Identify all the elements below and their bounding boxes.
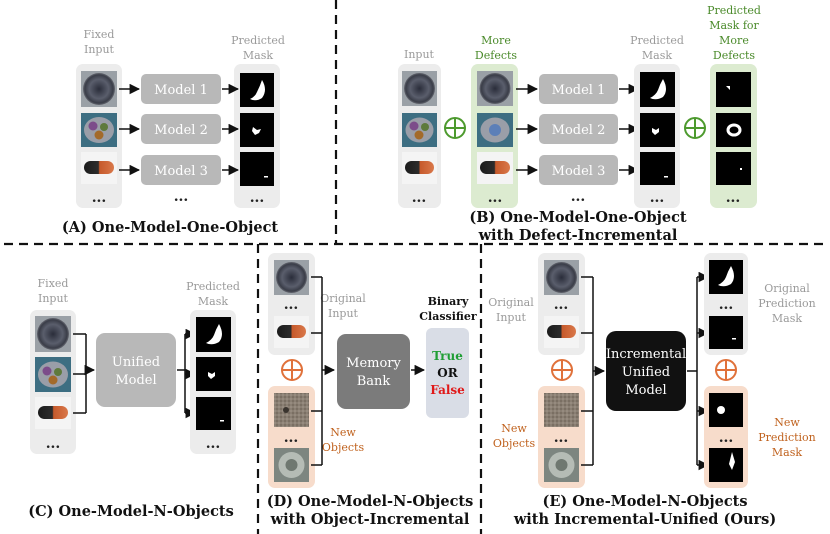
svg-text:New: New [330, 426, 356, 439]
svg-text:...: ... [719, 297, 734, 313]
input-image-plate [81, 113, 117, 147]
svg-text:True: True [432, 349, 463, 363]
svg-text:Classifier: Classifier [419, 310, 477, 323]
more-defects-label: More [481, 34, 511, 47]
unified-model-box [96, 333, 176, 407]
svg-text:...: ... [554, 297, 569, 313]
model-3-label: Model 3 [154, 164, 208, 179]
binary-classifier-box [426, 328, 469, 418]
input-label: Input [404, 48, 435, 61]
svg-text:Mask: Mask [198, 295, 228, 308]
plus-icon [715, 359, 737, 381]
svg-text:...: ... [719, 430, 734, 446]
predicted-mask-label: Predicted [231, 34, 285, 47]
svg-text:Binary: Binary [428, 295, 469, 308]
svg-text:...: ... [174, 189, 189, 205]
svg-text:Model 3: Model 3 [552, 164, 606, 179]
caption-d: (D) One-Model-N-Objects [267, 493, 474, 510]
caption-b: with Defect-Incremental [478, 227, 678, 244]
predicted-mask-2 [252, 127, 261, 135]
svg-text:Model 1: Model 1 [552, 83, 606, 98]
svg-text:Original: Original [488, 296, 534, 309]
input-image-pill [81, 152, 117, 184]
predicted-mask-label: Predicted [630, 34, 684, 47]
svg-text:Input: Input [328, 307, 359, 320]
panel-separators [4, 0, 826, 534]
svg-text:Input: Input [496, 311, 527, 324]
svg-text:Input: Input [38, 292, 69, 305]
model-1-label: Model 1 [154, 83, 208, 98]
caption-e: with Incremental-Unified (Ours) [513, 511, 776, 528]
predicted-mask-label: Mask [243, 49, 273, 62]
svg-text:New: New [501, 422, 527, 435]
svg-text:Mask: Mask [772, 446, 802, 459]
svg-text:Original: Original [320, 292, 366, 305]
svg-text:...: ... [92, 190, 107, 206]
panel-a: Fixed Input Predicted Mask ... ... [62, 28, 285, 236]
svg-text:New: New [774, 416, 800, 429]
svg-text:...: ... [726, 190, 741, 206]
predicted-more-label: More [719, 34, 749, 47]
predicted-more-label: Mask for [709, 19, 759, 32]
svg-text:Prediction: Prediction [758, 297, 816, 310]
svg-text:...: ... [650, 190, 665, 206]
input-image-bowl [81, 71, 117, 107]
svg-text:Model: Model [625, 383, 666, 398]
predicted-more-label: Defects [713, 49, 755, 62]
fixed-input-label: Input [84, 43, 115, 56]
model-2-label: Model 2 [154, 123, 208, 138]
svg-text:...: ... [250, 190, 265, 206]
svg-text:Unified: Unified [112, 355, 160, 370]
plus-icon [684, 117, 706, 139]
caption-e: (E) One-Model-N-Objects [542, 493, 747, 510]
caption-c: (C) One-Model-N-Objects [28, 503, 234, 520]
svg-text:Fixed: Fixed [38, 277, 69, 290]
predicted-more-label: Predicted [707, 4, 761, 17]
svg-text:...: ... [412, 190, 427, 206]
incremental-unified-model-box [606, 331, 686, 411]
fixed-input-label: Fixed [84, 28, 115, 41]
svg-text:Model: Model [115, 373, 156, 388]
caption-b: (B) One-Model-One-Object [469, 209, 687, 226]
svg-text:...: ... [488, 190, 503, 206]
svg-text:...: ... [571, 189, 586, 205]
svg-text:...: ... [554, 430, 569, 446]
svg-text:Original: Original [764, 282, 810, 295]
svg-text:...: ... [206, 436, 221, 452]
svg-text:Mask: Mask [772, 312, 802, 325]
svg-text:Predicted: Predicted [186, 280, 240, 293]
svg-text:...: ... [284, 297, 299, 313]
plus-icon [281, 359, 303, 381]
panel-d: ... Original Input ... New Objects [267, 253, 477, 528]
svg-text:Model 2: Model 2 [552, 123, 606, 138]
model-stack: Model 1 Model 2 Model 3 ... [141, 74, 221, 205]
svg-text:Bank: Bank [357, 374, 391, 389]
caption-d: with Object-Incremental [270, 511, 470, 528]
predicted-mask-label: Mask [642, 49, 672, 62]
svg-text:False: False [430, 383, 465, 397]
plus-icon [444, 117, 466, 139]
svg-text:Objects: Objects [322, 441, 365, 454]
plus-icon [551, 359, 573, 381]
svg-text:Incremental: Incremental [606, 347, 686, 362]
memory-bank-box [337, 334, 410, 409]
svg-text:Prediction: Prediction [758, 431, 816, 444]
predicted-mask-1 [250, 80, 265, 101]
panel-c: Fixed Input Predicted Mask ... Unified M… [28, 277, 240, 520]
panel-b: Input More Defects Predicted Mask Predic… [398, 4, 761, 244]
svg-text:...: ... [46, 436, 61, 452]
panel-a-arrows [119, 83, 240, 176]
panel-e: Original Input ... ... New Objects [488, 253, 816, 528]
more-defects-label: Defects [475, 49, 517, 62]
caption-a: (A) One-Model-One-Object [62, 219, 279, 236]
svg-text:Memory: Memory [346, 356, 401, 371]
svg-text:Objects: Objects [493, 437, 536, 450]
svg-text:Unified: Unified [622, 365, 670, 380]
svg-text:...: ... [284, 430, 299, 446]
svg-text:OR: OR [437, 366, 458, 380]
